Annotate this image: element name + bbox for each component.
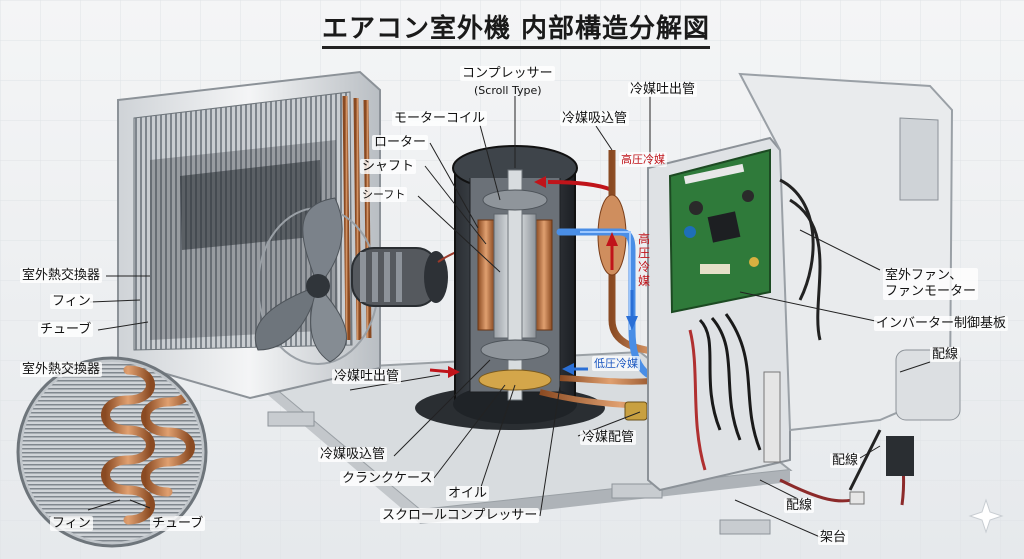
label-fin-2: フィン [50,516,93,531]
label-wiring-2: 配線 [830,453,861,468]
label-fin-1: フィン [50,294,93,309]
label-rotor: ローター [372,135,429,150]
leader-lines [87,96,931,538]
label-refrigerant-discharge-bottom: 冷媒吐出管 [332,369,402,384]
label-crankcase: クランクケース [340,471,435,486]
label-refrigerant-suction-top: 冷媒吸込管 [560,111,630,126]
label-base-frame: 架台 [818,530,849,545]
label-high-pressure-horizontal: 高圧冷媒 [619,152,667,167]
side-panel-shape [738,72,961,506]
label-oil: オイル [446,486,490,501]
label-tube-2: チューブ [150,516,206,531]
label-wiring-3: 配線 [784,498,815,513]
label-shaft: シャフト [360,159,417,174]
label-refrigerant-suction-bottom: 冷媒吸込管 [318,447,388,462]
page-title: エアコン室外機 内部構造分解図 [322,8,711,49]
label-motor-coil: モーターコイル [392,111,488,126]
label-tube-1: チューブ [38,322,94,337]
label-outdoor-heat-exchanger-1: 室外熱交換器 [20,268,103,283]
heat-exchanger-detail [16,356,208,548]
compressor-shape [415,145,613,430]
label-compressor: コンプレッサー [460,66,555,81]
label-wiring-1: 配線 [930,347,961,362]
label-shaft-small: シーフト [360,187,408,202]
label-fan-motor: 室外ファン、 ファンモーター [883,268,979,300]
label-outdoor-heat-exchanger-2: 室外熱交換器 [20,362,103,377]
label-scroll-type: (Scroll Type) [474,84,542,97]
sparkle-icon [968,498,1004,534]
label-refrigerant-discharge-top: 冷媒吐出管 [628,82,698,97]
label-inverter-board: インバーター制御基板 [874,316,1009,331]
control-panel-shape [647,136,791,492]
label-refrigerant-piping: 冷媒配管 [580,430,637,445]
label-scroll-compressor: スクロールコンプレッサー [380,508,540,523]
label-low-pressure: 低圧冷媒 [592,356,640,371]
label-high-pressure-vertical: 高圧冷媒 [637,232,650,288]
